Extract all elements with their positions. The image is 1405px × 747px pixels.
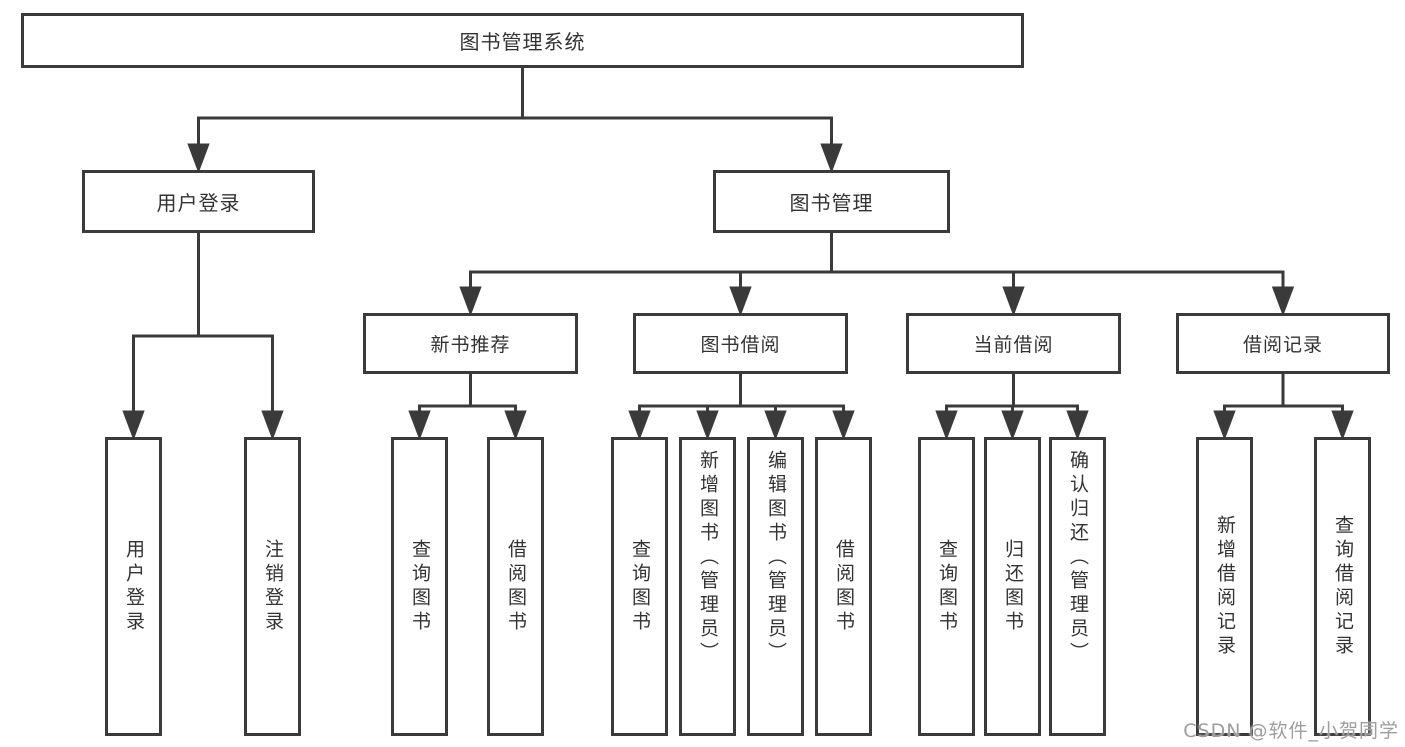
csdn-watermark: CSDN @软件_小贺同学 <box>1183 720 1399 742</box>
leaf-add-borrow-record: 新增借阅记录 <box>1196 437 1253 736</box>
node-borrowing-records: 借阅记录 <box>1176 313 1390 374</box>
leaf-logout: 注销登录 <box>244 437 301 736</box>
connector-new-book-to-leaves <box>408 374 527 441</box>
leaf-query-books-current: 查询图书 <box>918 437 975 736</box>
connector-book-borrow-to-leaves <box>628 374 855 441</box>
connector-root-to-level2 <box>187 68 843 174</box>
connector-book-mgmt-to-level3 <box>459 233 1295 317</box>
node-root: 图书管理系统 <box>21 13 1024 68</box>
node-new-book-recommend: 新书推荐 <box>363 313 578 374</box>
connector-user-login-to-leaves <box>122 233 284 441</box>
leaf-return-books: 归还图书 <box>984 437 1041 736</box>
leaf-confirm-return-admin: 确认归还（管理员） <box>1049 437 1106 736</box>
node-book-management: 图书管理 <box>713 170 950 233</box>
connector-current-borrow-to-leaves <box>935 374 1089 441</box>
connector-borrow-records-to-leaves <box>1213 374 1354 441</box>
leaf-user-login: 用户登录 <box>105 437 162 736</box>
leaf-query-borrow-record: 查询借阅记录 <box>1314 437 1371 736</box>
leaf-query-books-borrowing: 查询图书 <box>611 437 668 736</box>
leaf-query-books-recommend: 查询图书 <box>391 437 448 736</box>
leaf-edit-books-admin: 编辑图书（管理员） <box>747 437 804 736</box>
node-user-login: 用户登录 <box>82 170 315 233</box>
node-current-borrowing: 当前借阅 <box>906 313 1121 374</box>
leaf-borrow-books-recommend: 借阅图书 <box>487 437 544 736</box>
node-book-borrowing: 图书借阅 <box>633 313 848 374</box>
leaf-borrow-books-borrowing: 借阅图书 <box>815 437 872 736</box>
leaf-add-books-admin: 新增图书（管理员） <box>679 437 736 736</box>
